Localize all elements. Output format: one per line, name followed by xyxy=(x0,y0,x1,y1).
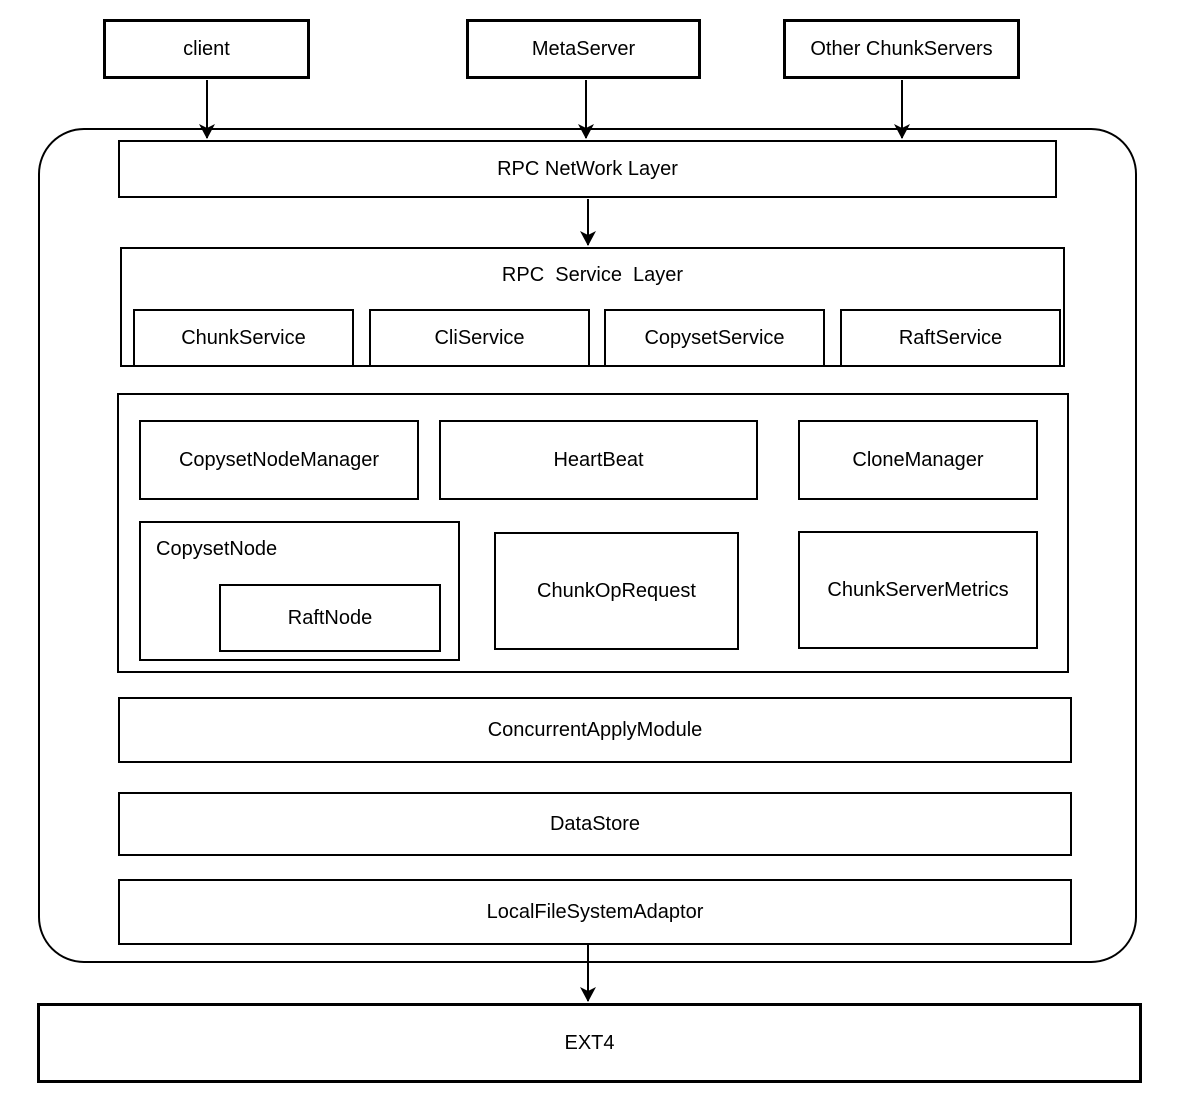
core-modules-group: CopysetNodeManager HeartBeat CloneManage… xyxy=(117,393,1069,673)
node-metaserver-label: MetaServer xyxy=(531,38,636,60)
node-data-store-label: DataStore xyxy=(549,813,641,835)
node-copyset-node-manager: CopysetNodeManager xyxy=(139,420,419,500)
node-copyset-node: CopysetNode RaftNode xyxy=(139,521,460,661)
node-copyset-node-label: CopysetNode xyxy=(156,538,278,560)
node-cli-service-label: CliService xyxy=(434,327,525,349)
node-rpc-network-layer-label: RPC NetWork Layer xyxy=(497,158,678,180)
node-chunk-service: ChunkService xyxy=(133,309,354,367)
node-chunk-server-metrics: ChunkServerMetrics xyxy=(798,531,1038,649)
node-heartbeat-label: HeartBeat xyxy=(553,449,644,471)
node-local-file-system-adaptor: LocalFileSystemAdaptor xyxy=(118,879,1072,945)
node-data-store: DataStore xyxy=(118,792,1072,856)
node-heartbeat: HeartBeat xyxy=(439,420,758,500)
node-raft-node-label: RaftNode xyxy=(287,607,373,629)
node-clone-manager-label: CloneManager xyxy=(852,449,984,471)
node-other-chunkservers: Other ChunkServers xyxy=(783,19,1020,79)
node-ext4-label: EXT4 xyxy=(564,1032,615,1054)
node-raft-service: RaftService xyxy=(840,309,1061,367)
node-copyset-node-manager-label: CopysetNodeManager xyxy=(178,449,380,471)
node-cli-service: CliService xyxy=(369,309,590,367)
node-rpc-service-layer-label: RPC Service Layer xyxy=(501,264,684,286)
node-chunk-op-request: ChunkOpRequest xyxy=(494,532,739,650)
node-concurrent-apply-module: ConcurrentApplyModule xyxy=(118,697,1072,763)
node-chunk-server-metrics-label: ChunkServerMetrics xyxy=(827,579,1009,601)
node-rpc-network-layer: RPC NetWork Layer xyxy=(118,140,1057,198)
node-client: client xyxy=(103,19,310,79)
node-other-chunkservers-label: Other ChunkServers xyxy=(810,38,993,60)
node-clone-manager: CloneManager xyxy=(798,420,1038,500)
node-chunk-op-request-label: ChunkOpRequest xyxy=(537,580,696,602)
node-copyset-service: CopysetService xyxy=(604,309,825,367)
node-chunk-service-label: ChunkService xyxy=(181,327,306,349)
node-raft-service-label: RaftService xyxy=(898,327,1003,349)
node-rpc-service-layer: RPC Service Layer ChunkService CliServic… xyxy=(120,247,1065,367)
node-concurrent-apply-module-label: ConcurrentApplyModule xyxy=(487,719,703,741)
node-metaserver: MetaServer xyxy=(466,19,701,79)
node-copyset-service-label: CopysetService xyxy=(644,327,785,349)
node-client-label: client xyxy=(183,38,230,60)
node-raft-node: RaftNode xyxy=(219,584,441,652)
node-ext4: EXT4 xyxy=(37,1003,1142,1083)
node-local-file-system-adaptor-label: LocalFileSystemAdaptor xyxy=(486,901,704,923)
